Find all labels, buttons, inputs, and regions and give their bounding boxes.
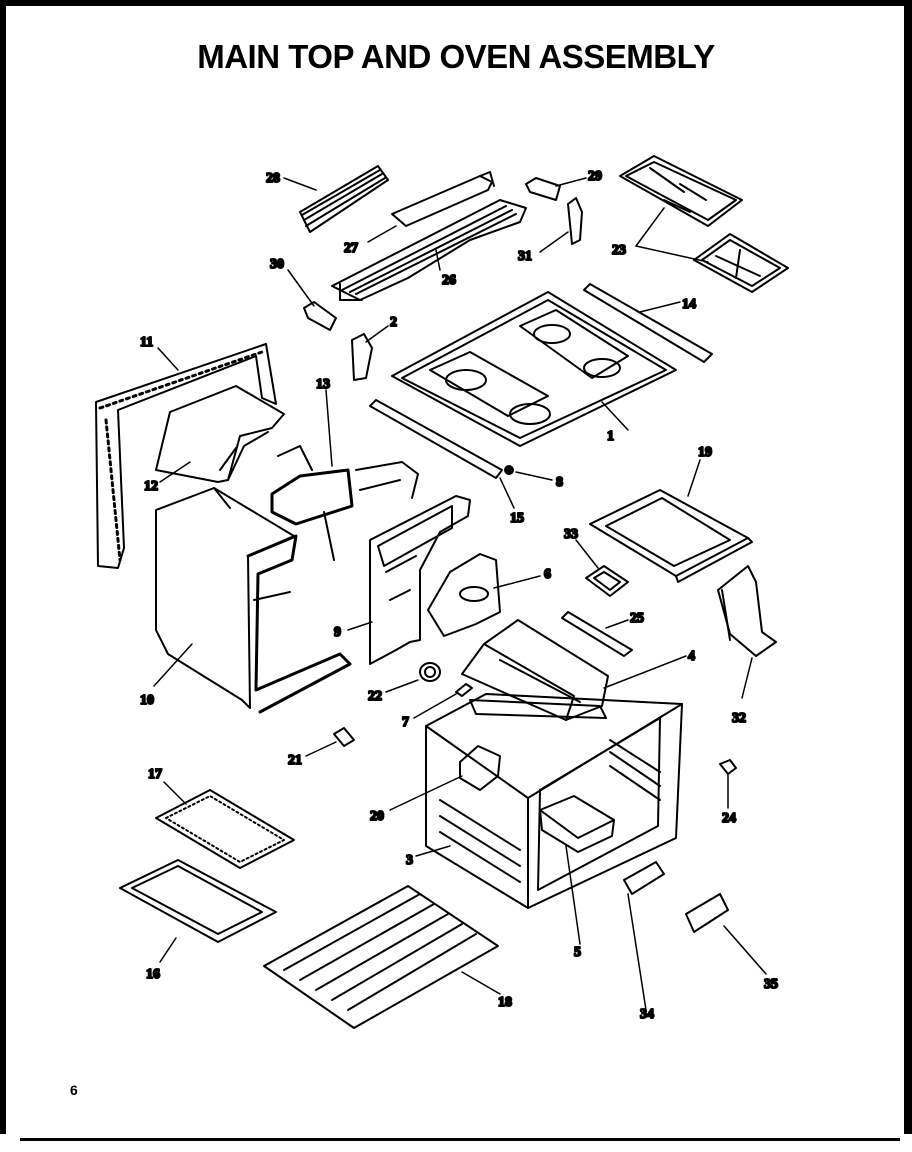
part-23-grates	[619, 155, 789, 293]
label-15: 15	[510, 511, 524, 526]
part-30-bracket	[303, 301, 337, 331]
part-34-badge	[623, 861, 665, 895]
label-35: 35	[764, 977, 778, 992]
label-8: 8	[556, 475, 563, 490]
label-34: 34	[640, 1007, 654, 1022]
label-21: 21	[288, 753, 302, 768]
part-35-badge	[685, 893, 729, 933]
label-14: 14	[682, 297, 696, 312]
label-26: 26	[442, 273, 456, 288]
page-number: 6	[70, 1082, 78, 1098]
part-33-grommet	[585, 565, 629, 597]
label-6: 6	[544, 567, 551, 582]
part-6-baffle	[427, 553, 501, 637]
label-2: 2	[390, 315, 397, 330]
label-20: 20	[370, 809, 384, 824]
part-3-oven-liner	[425, 693, 683, 909]
label-24: 24	[722, 811, 736, 826]
label-17: 17	[148, 767, 162, 782]
label-18: 18	[498, 995, 512, 1010]
part-28-vent-grille	[299, 165, 389, 233]
part-5-broiler	[539, 795, 615, 853]
label-12: 12	[144, 479, 158, 494]
part-22-orifice	[419, 662, 441, 682]
part-31-bracket	[567, 197, 583, 245]
label-10: 10	[140, 693, 154, 708]
part-26-backguard	[331, 199, 527, 301]
part-19-panel	[589, 489, 753, 583]
scan-edge	[0, 1134, 912, 1152]
part-7-electrode	[455, 683, 473, 697]
part-20-burner-mount	[459, 745, 501, 791]
label-32: 32	[732, 711, 746, 726]
label-29: 29	[588, 169, 602, 184]
part-number-labels: 1 2 3 4 5 6 7 8 9 10 11 12 13 14 15 16 1…	[139, 168, 779, 1023]
part-25-rail	[561, 611, 633, 657]
label-5: 5	[574, 945, 581, 960]
part-18-oven-rack	[263, 885, 499, 1029]
part-21-bracket	[333, 727, 355, 747]
part-4-burner	[461, 619, 609, 721]
label-25: 25	[630, 611, 644, 626]
part-12-insulation	[155, 385, 285, 483]
part-27-trim	[391, 171, 495, 227]
label-4: 4	[688, 649, 695, 664]
part-10-insulation	[155, 487, 352, 714]
part-13-insulation	[270, 445, 419, 526]
part-2-bracket	[351, 333, 373, 381]
part-16-broiler-pan	[119, 859, 277, 943]
label-33: 33	[564, 527, 578, 542]
part-24-clip	[719, 759, 737, 775]
label-3: 3	[406, 853, 413, 868]
label-23: 23	[612, 243, 626, 258]
label-27: 27	[344, 241, 358, 256]
part-32-duct	[717, 565, 777, 657]
label-19: 19	[698, 445, 712, 460]
label-28: 28	[266, 171, 280, 186]
label-13: 13	[316, 377, 330, 392]
label-31: 31	[518, 249, 532, 264]
part-29-bracket	[525, 177, 561, 201]
label-30: 30	[270, 257, 284, 272]
label-22: 22	[368, 689, 382, 704]
part-11-insulation	[95, 343, 277, 569]
part-8-screw	[504, 465, 514, 475]
label-9: 9	[334, 625, 341, 640]
label-7: 7	[402, 715, 409, 730]
label-16: 16	[146, 967, 160, 982]
diagram-title: MAIN TOP AND OVEN ASSEMBLY	[197, 38, 715, 75]
label-1: 1	[607, 429, 614, 444]
part-15-rail	[369, 399, 503, 479]
label-11: 11	[140, 335, 153, 350]
leader-lines	[153, 177, 767, 1011]
scan-edge-line	[20, 1138, 900, 1141]
part-1-main-top	[391, 291, 677, 447]
part-9-oven-frame	[369, 495, 471, 665]
part-17-broiler-insert	[155, 789, 295, 869]
part-14-rail	[583, 283, 713, 363]
